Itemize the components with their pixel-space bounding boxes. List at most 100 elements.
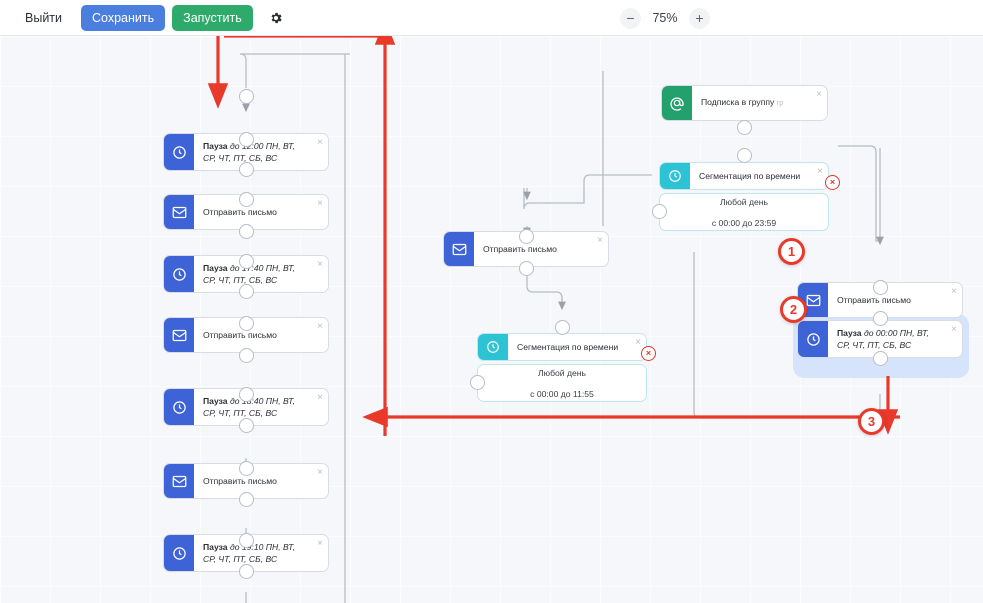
close-icon[interactable]: × <box>817 166 823 177</box>
node-label-suffix: гр <box>776 100 784 108</box>
node-port[interactable] <box>873 311 888 326</box>
node-port[interactable] <box>519 261 534 276</box>
node-pause[interactable]: Пауза до 19:10 ПН, ВТ, СР, ЧТ, ПТ, СБ, В… <box>163 534 329 572</box>
annotation-badge-3: 3 <box>858 408 885 435</box>
node-subscription[interactable]: Подписка в группу гр × <box>661 85 828 121</box>
close-icon[interactable]: × <box>597 235 603 246</box>
node-port[interactable] <box>239 348 254 363</box>
node-port[interactable] <box>873 351 888 366</box>
segmentation-details[interactable]: Любой день с 00:00 до 11:55 <box>477 364 647 402</box>
node-port[interactable] <box>239 492 254 507</box>
workflow-canvas[interactable]: Пауза до 12:00 ПН, ВТ, СР, ЧТ, ПТ, СБ, В… <box>0 36 983 603</box>
node-port[interactable] <box>652 204 667 219</box>
node-label-text: Подписка в группу <box>701 97 775 108</box>
node-port[interactable] <box>239 533 254 548</box>
exit-button[interactable]: Выйти <box>14 5 73 31</box>
close-icon[interactable]: × <box>816 89 822 100</box>
clock-icon <box>660 163 690 189</box>
node-label-rest: до 18:40 ПН, ВТ, СР, ЧТ, ПТ, СБ, ВС <box>203 395 296 418</box>
node-label: Пауза до 18:40 ПН, ВТ, СР, ЧТ, ПТ, СБ, В… <box>203 395 310 420</box>
close-icon[interactable]: × <box>951 324 957 335</box>
close-icon[interactable]: × <box>317 259 323 270</box>
node-label: Пауза до 12:00 ПН, ВТ, СР, ЧТ, ПТ, СБ, В… <box>203 140 310 165</box>
node-label-prefix: Пауза <box>837 327 862 338</box>
clock-icon <box>164 256 194 292</box>
node-label-prefix: Пауза <box>203 541 228 552</box>
node-label: Сегментация по времени <box>517 341 619 352</box>
node-label-prefix: Пауза <box>203 262 228 273</box>
node-label-rest: до 12:00 ПН, ВТ, СР, ЧТ, ПТ, СБ, ВС <box>203 140 296 163</box>
node-label: Отправить письмо <box>837 294 911 305</box>
close-icon[interactable]: × <box>317 538 323 549</box>
error-badge[interactable]: × <box>825 175 840 190</box>
node-port[interactable] <box>239 564 254 579</box>
node-label: Пауза до 19:10 ПН, ВТ, СР, ЧТ, ПТ, СБ, В… <box>203 541 310 566</box>
node-port[interactable] <box>239 316 254 331</box>
clock-icon <box>164 389 194 425</box>
clock-icon <box>164 134 194 170</box>
node-label-prefix: Пауза <box>203 395 228 406</box>
node-port[interactable] <box>873 280 888 295</box>
node-label-rest: до 00:00 ПН, ВТ, СР, ЧТ, ПТ, СБ, ВС <box>837 327 930 350</box>
clock-icon <box>798 321 828 357</box>
envelope-icon <box>444 232 474 266</box>
node-label: Отправить письмо <box>203 206 277 217</box>
node-label: Пауза до 00:00 ПН, ВТ, СР, ЧТ, ПТ, СБ, В… <box>837 327 944 352</box>
annotation-badge-1: 1 <box>778 238 805 265</box>
node-port[interactable] <box>239 461 254 476</box>
annotation-badge-2: 2 <box>780 296 807 323</box>
node-label: Отправить письмо <box>483 243 557 254</box>
clock-icon <box>478 334 508 360</box>
close-icon[interactable]: × <box>635 337 641 348</box>
segmentation-day: Любой день <box>720 196 768 207</box>
node-label: Отправить письмо <box>203 329 277 340</box>
node-label-prefix: Пауза <box>203 140 228 151</box>
node-port[interactable] <box>737 120 752 135</box>
node-label: Сегментация по времени <box>699 170 801 181</box>
node-port[interactable] <box>519 229 534 244</box>
zoom-level: 75% <box>652 11 678 25</box>
node-port[interactable] <box>239 224 254 239</box>
close-icon[interactable]: × <box>317 467 323 478</box>
envelope-icon <box>164 464 194 498</box>
node-label: Пауза до 17:40 ПН, ВТ, СР, ЧТ, ПТ, СБ, В… <box>203 262 310 287</box>
segmentation-time: с 00:00 до 11:55 <box>530 388 594 399</box>
close-icon[interactable]: × <box>951 286 957 297</box>
segmentation-details[interactable]: Любой день с 00:00 до 23:59 <box>659 193 829 231</box>
zoom-in-button[interactable]: + <box>689 7 710 29</box>
node-port[interactable] <box>239 89 254 104</box>
node-segmentation[interactable]: Сегментация по времени × <box>659 162 829 190</box>
node-port[interactable] <box>239 387 254 402</box>
envelope-icon <box>164 195 194 229</box>
node-port[interactable] <box>737 148 752 163</box>
envelope-icon <box>164 318 194 352</box>
gear-icon[interactable] <box>266 8 286 28</box>
clock-icon <box>164 535 194 571</box>
node-port[interactable] <box>239 254 254 269</box>
segmentation-day: Любой день <box>538 367 586 378</box>
node-pause[interactable]: Пауза до 18:40 ПН, ВТ, СР, ЧТ, ПТ, СБ, В… <box>163 388 329 426</box>
at-icon <box>662 86 692 120</box>
node-port[interactable] <box>470 375 485 390</box>
node-port[interactable] <box>239 418 254 433</box>
close-icon[interactable]: × <box>317 392 323 403</box>
close-icon[interactable]: × <box>317 321 323 332</box>
node-label-rest: до 19:10 ПН, ВТ, СР, ЧТ, ПТ, СБ, ВС <box>203 541 296 564</box>
error-badge[interactable]: × <box>641 346 656 361</box>
close-icon[interactable]: × <box>317 198 323 209</box>
node-segmentation[interactable]: Сегментация по времени × <box>477 333 647 361</box>
node-port[interactable] <box>239 162 254 177</box>
node-label: Подписка в группу гр <box>701 96 783 109</box>
save-button[interactable]: Сохранить <box>81 4 166 31</box>
segmentation-time: с 00:00 до 23:59 <box>711 217 777 228</box>
node-port[interactable] <box>555 320 570 335</box>
toolbar: Выйти Сохранить Запустить − 75% + <box>0 0 983 36</box>
node-port[interactable] <box>239 192 254 207</box>
node-port[interactable] <box>239 132 254 147</box>
node-port[interactable] <box>239 284 254 299</box>
run-button[interactable]: Запустить <box>172 4 253 31</box>
close-icon[interactable]: × <box>317 137 323 148</box>
zoom-out-button[interactable]: − <box>620 7 641 29</box>
zoom-controls: − 75% + <box>620 0 710 36</box>
node-label: Отправить письмо <box>203 475 277 486</box>
